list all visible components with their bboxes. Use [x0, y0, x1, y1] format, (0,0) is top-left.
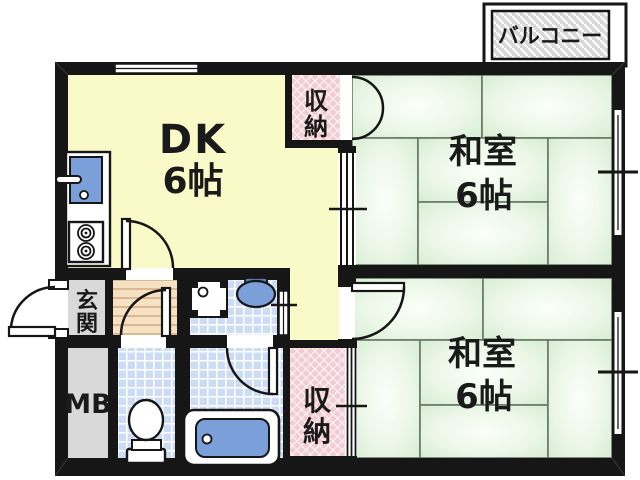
pan-corner: [220, 281, 227, 288]
tatami-mat: [417, 201, 549, 266]
washitsu-bottom-door-opening: [339, 287, 355, 339]
bathtub-drain: [201, 433, 213, 445]
toilet-door-opening: [121, 335, 166, 348]
meter-box-label: MB: [64, 389, 111, 420]
bathtub-inner: [195, 418, 270, 458]
meter-box-area: [68, 348, 108, 458]
closet-top-double-door-swing: [351, 75, 385, 141]
washitsu-top-label: 和室: [449, 132, 517, 172]
stove-burner: [77, 242, 95, 260]
washitsu-top-size-label: 6帖: [455, 176, 513, 216]
washitsu-bottom-size-label: 6帖: [455, 377, 513, 417]
sink-drain: [79, 190, 89, 200]
pan-drain: [197, 286, 209, 298]
closet-top-label-char2: 納: [304, 113, 328, 141]
pan-corner: [220, 310, 227, 317]
windows: [114, 63, 638, 436]
dk-door-opening: [126, 268, 173, 280]
closet-bottom: 収 納: [283, 340, 367, 458]
tatami-mat: [482, 277, 613, 341]
toilet-door-leaf: [160, 286, 172, 338]
genkan-label-char2: 関: [76, 312, 98, 337]
wall-cap: [338, 146, 356, 153]
balcony: バルコニー: [482, 2, 628, 68]
closet-bottom-interior: [290, 348, 345, 456]
wall: [55, 268, 126, 280]
pan-corner: [191, 281, 198, 288]
stove-burner-dot: [84, 249, 88, 253]
wall: [190, 335, 227, 348]
entrance-opening: [55, 287, 68, 331]
toilet-tank: [125, 447, 167, 465]
stove-burner-dot: [84, 231, 88, 235]
wall: [166, 335, 190, 348]
vanity-basin: [235, 279, 277, 309]
toilet-bowl: [127, 398, 165, 442]
pan-corner: [191, 310, 198, 317]
entrance-door-swing: [9, 285, 56, 328]
closet-top-label-char1: 収: [304, 87, 329, 115]
dk-floor-extension: [290, 268, 340, 348]
sliding-door-lines: [346, 348, 357, 456]
doors: [7, 217, 406, 396]
tatami-mat: [351, 339, 421, 459]
dk-size-label: 6帖: [162, 161, 223, 202]
stove-burner-inner: [80, 227, 92, 239]
closet-bottom-label-char2: 納: [303, 415, 331, 448]
entrance-jamb: [48, 279, 69, 290]
entrance-door-leaf: [7, 325, 57, 338]
closet-top-door-opening: [340, 73, 352, 140]
labels: DK 6帖 和室 6帖 和室 6帖 玄 関 MB: [64, 117, 517, 420]
stove-burner: [77, 224, 95, 242]
genkan-label-char1: 玄: [76, 288, 98, 314]
sliding-door-dk-washitsu: [329, 153, 367, 265]
dk-label: DK: [159, 117, 227, 163]
wall: [55, 335, 121, 348]
wall: [173, 268, 290, 280]
closet-top: 収 納: [285, 62, 385, 148]
wall: [177, 280, 190, 335]
closet-top-interior: [292, 73, 340, 140]
washitsu-bottom-label: 和室: [448, 334, 516, 374]
wall-between-washitsu: [352, 265, 612, 278]
dk-door-swing: [125, 219, 175, 269]
wall-genkan-divider: [105, 280, 113, 335]
wall: [108, 348, 118, 458]
washitsu-bottom-door-leaf: [350, 281, 406, 293]
outer-wall-left: [55, 62, 68, 476]
tatami-mat: [419, 404, 549, 459]
tatami-mat: [419, 339, 549, 406]
wall-corner-miters: [54, 61, 626, 477]
bathroom: [182, 408, 281, 467]
bathroom-door-opening: [227, 335, 273, 348]
closet-bottom-label-char1: 収: [303, 384, 332, 417]
genkan-floor: [68, 280, 105, 335]
tatami-mat: [351, 137, 419, 266]
tatami-mat: [547, 339, 613, 459]
kitchen-faucet: [55, 175, 82, 184]
kitchen: [55, 150, 112, 268]
tatami-mat: [481, 74, 613, 139]
dk-door-leaf: [120, 217, 132, 271]
washroom: [190, 277, 277, 318]
wall-pier: [338, 265, 356, 287]
room-washitsu-bottom: [351, 277, 613, 459]
tatami-mat: [547, 137, 613, 266]
room-washitsu-top: [351, 74, 613, 266]
bathroom-door-leaf: [267, 346, 279, 396]
balcony-deck: [490, 9, 611, 61]
washitsu-bottom-door-swing: [351, 286, 406, 341]
tatami-mat: [417, 137, 549, 203]
stove-burner-inner: [80, 245, 92, 257]
toilet-room: [125, 398, 167, 465]
toilet-seat-base: [131, 439, 162, 451]
toilet-door-swing: [119, 288, 167, 336]
balcony-label: バルコニー: [498, 24, 603, 48]
bathroom-door-swing: [225, 347, 274, 396]
